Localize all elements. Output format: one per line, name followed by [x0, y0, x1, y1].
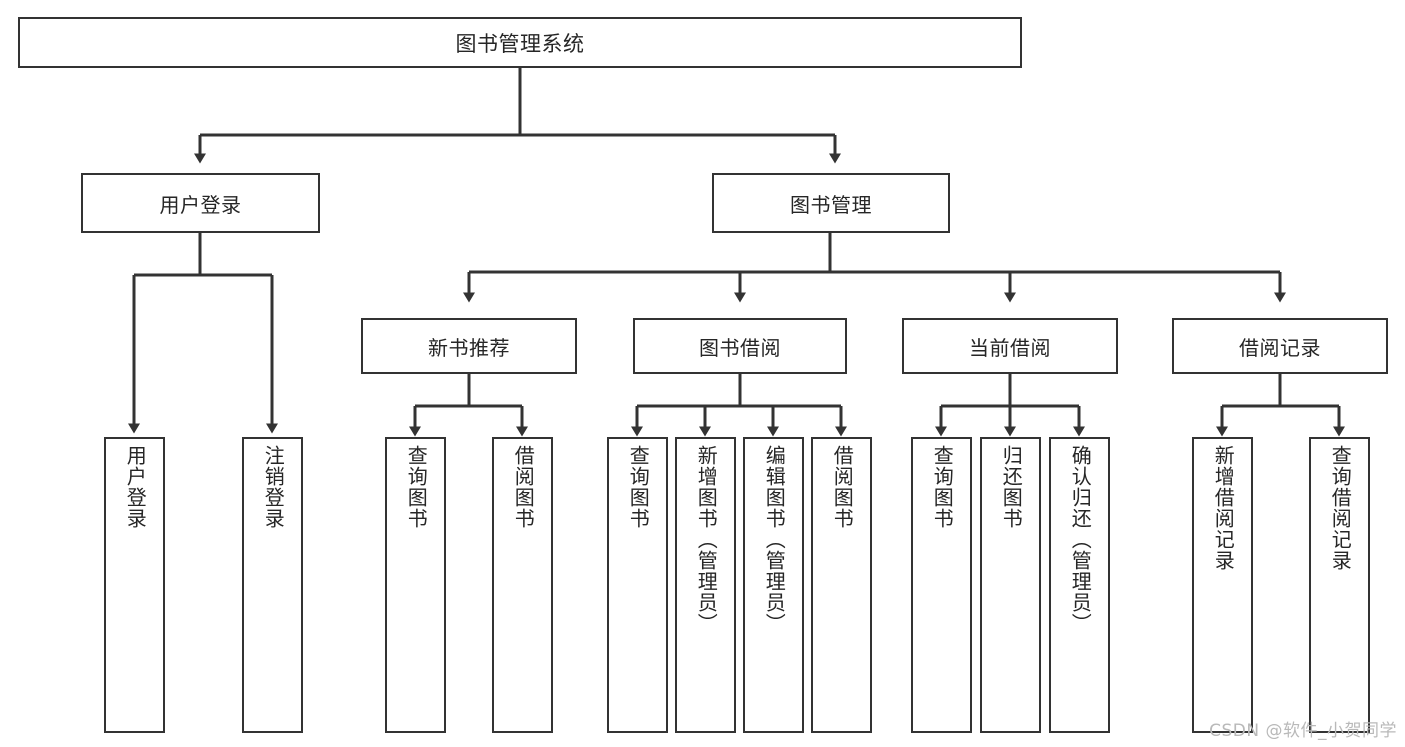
- leaf-user-login-login-label: 用户登录: [123, 445, 148, 529]
- leaf-current-query-book[interactable]: 查询图书: [911, 437, 972, 733]
- leaf-record-query[interactable]: 查询借阅记录: [1309, 437, 1370, 733]
- leaf-borrow-edit-book[interactable]: 编辑图书（管理员）: [743, 437, 804, 733]
- node-book-borrow-label: 图书借阅: [699, 335, 781, 360]
- leaf-current-confirm-return-label: 确认归还（管理员）: [1068, 445, 1093, 634]
- leaf-current-confirm-return[interactable]: 确认归还（管理员）: [1049, 437, 1110, 733]
- node-root-label: 图书管理系统: [455, 31, 585, 56]
- leaf-current-query-book-label: 查询图书: [930, 445, 955, 529]
- watermark-text: CSDN @软件_小贺同学: [1209, 721, 1397, 741]
- node-new-book-recommend[interactable]: 新书推荐: [361, 318, 577, 374]
- leaf-borrow-add-book-label: 新增图书（管理员）: [694, 445, 719, 634]
- leaf-new-book-borrow-label: 借阅图书: [511, 445, 536, 529]
- node-book-management-label: 图书管理: [790, 192, 872, 217]
- leaf-current-return-book-label: 归还图书: [999, 445, 1024, 529]
- node-borrow-record-label: 借阅记录: [1239, 335, 1321, 360]
- leaf-record-add-label: 新增借阅记录: [1211, 445, 1236, 571]
- leaf-new-book-query-label: 查询图书: [404, 445, 429, 529]
- leaf-user-login-logout[interactable]: 注销登录: [242, 437, 303, 733]
- node-root[interactable]: 图书管理系统: [18, 17, 1022, 68]
- leaf-borrow-add-book[interactable]: 新增图书（管理员）: [675, 437, 736, 733]
- node-current-borrow-label: 当前借阅: [969, 335, 1051, 360]
- node-book-management[interactable]: 图书管理: [712, 173, 950, 233]
- node-user-login-label: 用户登录: [159, 192, 242, 217]
- leaf-current-return-book[interactable]: 归还图书: [980, 437, 1041, 733]
- node-user-login[interactable]: 用户登录: [81, 173, 320, 233]
- node-book-borrow[interactable]: 图书借阅: [633, 318, 847, 374]
- leaf-new-book-borrow[interactable]: 借阅图书: [492, 437, 553, 733]
- leaf-new-book-query[interactable]: 查询图书: [385, 437, 446, 733]
- leaf-borrow-query-book-label: 查询图书: [626, 445, 651, 529]
- leaf-borrow-borrow-book-label: 借阅图书: [830, 445, 855, 529]
- leaf-borrow-borrow-book[interactable]: 借阅图书: [811, 437, 872, 733]
- leaf-user-login-logout-label: 注销登录: [261, 445, 286, 529]
- leaf-borrow-edit-book-label: 编辑图书（管理员）: [762, 445, 787, 634]
- node-new-book-recommend-label: 新书推荐: [428, 335, 510, 360]
- leaf-borrow-query-book[interactable]: 查询图书: [607, 437, 668, 733]
- node-borrow-record[interactable]: 借阅记录: [1172, 318, 1388, 374]
- node-current-borrow[interactable]: 当前借阅: [902, 318, 1118, 374]
- leaf-record-add[interactable]: 新增借阅记录: [1192, 437, 1253, 733]
- leaf-user-login-login[interactable]: 用户登录: [104, 437, 165, 733]
- leaf-record-query-label: 查询借阅记录: [1328, 445, 1353, 571]
